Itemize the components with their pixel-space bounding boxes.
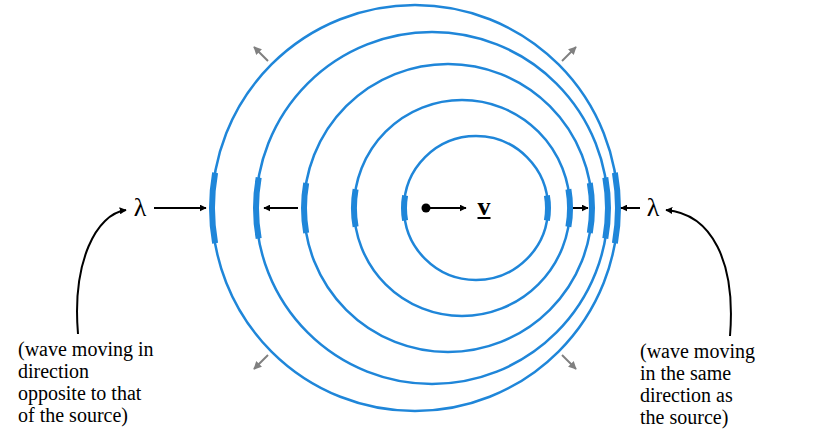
propagation-arrow <box>254 47 268 61</box>
crest-arc <box>256 177 259 238</box>
wavelength-arrow <box>573 207 588 209</box>
wavefront <box>354 100 570 316</box>
wavefront <box>404 136 548 280</box>
crest-arc <box>404 196 405 221</box>
crest-arc <box>354 189 356 227</box>
caption-note: (wave moving in the same direction as th… <box>640 340 762 428</box>
propagation-arrow <box>562 47 576 61</box>
wavefront <box>304 64 592 352</box>
wavefront <box>212 5 618 411</box>
wavefront <box>256 32 608 384</box>
wavefront-circles <box>212 5 618 411</box>
velocity-arrow <box>430 207 466 209</box>
velocity-symbol: v <box>478 192 491 222</box>
wavelength-arrow <box>264 207 298 209</box>
crest-arc <box>590 183 592 233</box>
highlighted-crests <box>212 173 618 244</box>
propagation-arrows <box>254 47 576 369</box>
propagation-arrow <box>562 355 576 369</box>
source-dot <box>422 204 431 213</box>
crest-arc <box>568 189 570 227</box>
wavelength-arrow <box>621 207 640 209</box>
crest-arc <box>605 177 608 238</box>
wavelength-symbol: λ <box>647 193 660 223</box>
leader-line <box>666 210 731 336</box>
wavelength-symbol: λ <box>134 193 147 223</box>
crest-arc <box>304 183 306 233</box>
caption-note: (wave moving in direction opposite to th… <box>18 338 158 426</box>
leader-line <box>77 210 126 334</box>
wavelength-arrows <box>154 207 640 209</box>
crest-arc <box>615 173 618 244</box>
propagation-arrow <box>254 355 268 369</box>
crest-arc <box>212 173 215 244</box>
leader-lines <box>77 210 731 336</box>
crest-arc <box>547 196 548 221</box>
wavelength-arrow <box>154 207 206 209</box>
